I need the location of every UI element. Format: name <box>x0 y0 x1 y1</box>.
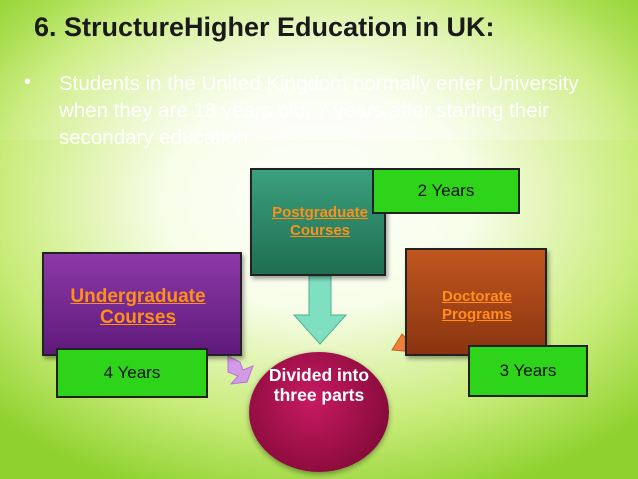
undergraduate-label: Undergraduate Courses <box>70 286 206 328</box>
arrow-undergraduate <box>227 355 254 385</box>
postgraduate-label: Postgraduate Courses <box>272 204 368 239</box>
arrow-postgraduate <box>292 275 348 345</box>
center-label: Divided into three parts <box>268 365 370 405</box>
bullet-text: Students in the United Kingdom normally … <box>59 72 579 149</box>
doctorate-duration: 3 Years <box>468 345 588 397</box>
postgraduate-duration: 2 Years <box>372 168 520 214</box>
undergraduate-box: Undergraduate Courses <box>42 252 242 356</box>
doctorate-label: Doctorate Programs <box>441 288 513 323</box>
postgraduate-box: Postgraduate Courses <box>250 168 386 276</box>
doctorate-box: Doctorate Programs <box>405 248 547 356</box>
slide-title: 6. StructureHigher Education in UK: <box>34 12 495 42</box>
undergraduate-duration: 4 Years <box>56 348 208 398</box>
center-circle: Divided into three parts <box>249 352 389 472</box>
bullet-marker: • <box>24 71 32 93</box>
